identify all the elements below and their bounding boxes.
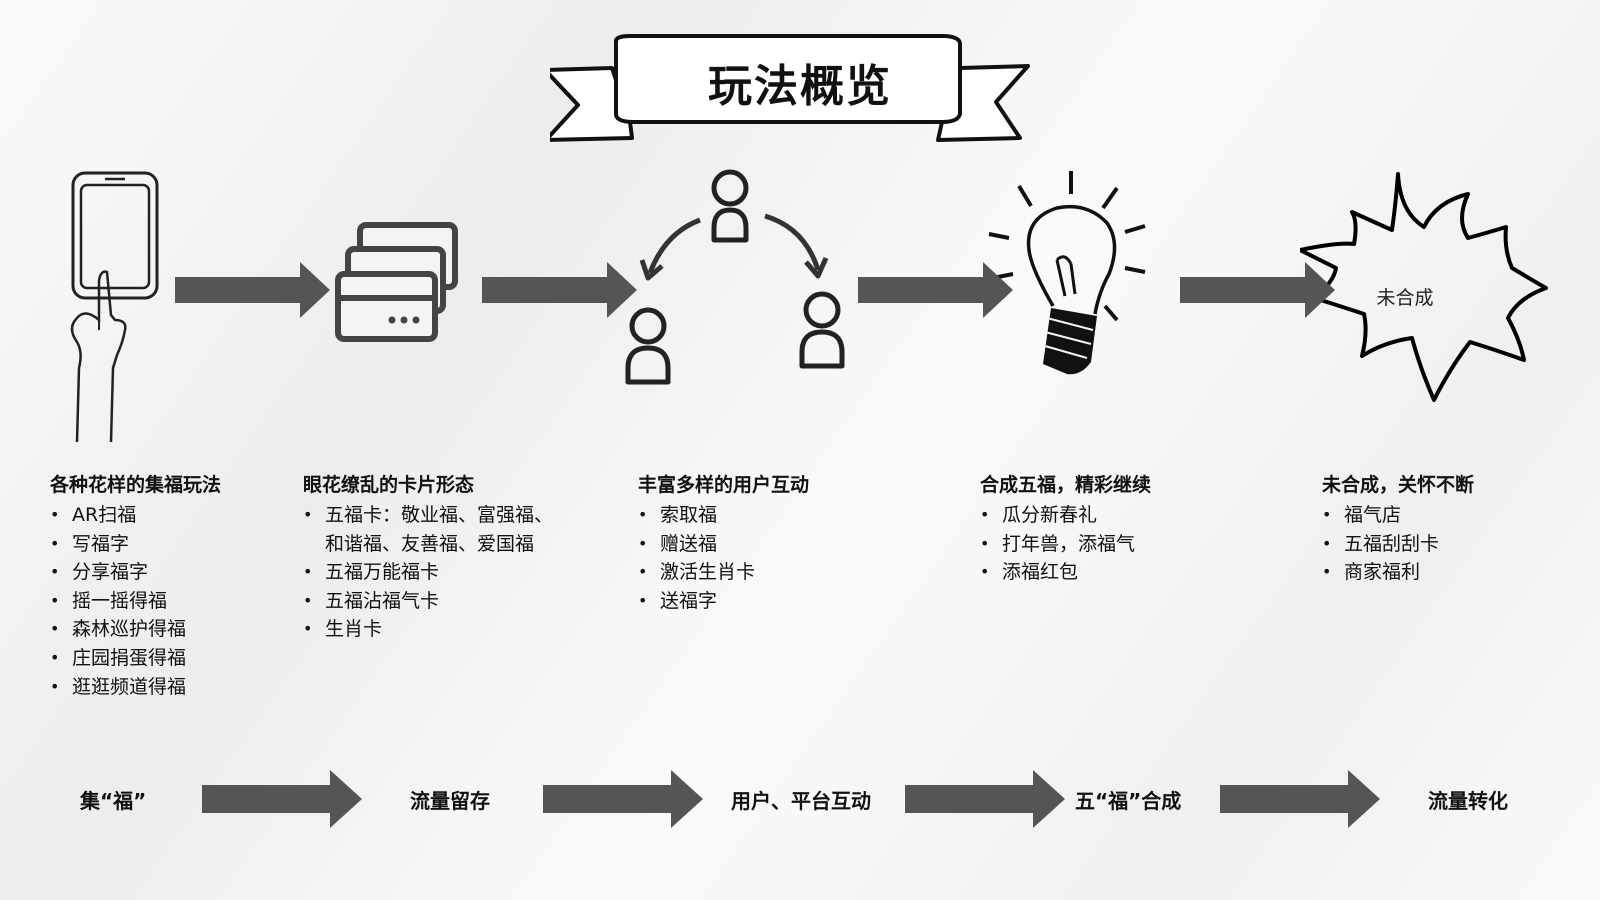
phone-tap-icon <box>70 171 159 443</box>
arrow-right-icon <box>1180 262 1335 318</box>
stage-label: 五“福”合成 <box>1075 789 1182 813</box>
list-item: 五福沾福气卡 <box>303 587 553 616</box>
list-item: 五福刮刮卡 <box>1322 530 1474 559</box>
burst-icon <box>1300 172 1548 402</box>
list-item: 福气店 <box>1322 501 1474 530</box>
bullet-list: 五福卡：敬业福、富强福、 和谐福、友善福、爱国福 五福万能福卡 五福沾福气卡 生… <box>303 501 553 644</box>
arrow-right-icon <box>543 770 703 828</box>
list-item: 庄园捐蛋得福 <box>50 644 221 673</box>
burst-label: 未合成 <box>1376 287 1434 309</box>
column-title: 各种花样的集福玩法 <box>50 474 222 496</box>
list-item: 分享福字 <box>50 558 221 587</box>
list-item: 逛逛频道得福 <box>50 673 221 702</box>
arrow-right-icon <box>1220 770 1380 828</box>
arrow-right-icon <box>482 262 637 318</box>
column-title: 未合成，关怀不断 <box>1322 474 1475 496</box>
column-combine: 合成五福，精彩继续 瓜分新春礼 打年兽，添福气 添福红包 <box>980 470 1151 587</box>
column-title: 丰富多样的用户互动 <box>638 474 810 496</box>
list-item: 索取福 <box>638 501 809 530</box>
column-collect: 各种花样的集福玩法 AR扫福 写福字 分享福字 摇一摇得福 森林巡护得福 庄园捐… <box>50 470 221 701</box>
column-title: 合成五福，精彩继续 <box>980 474 1152 496</box>
list-item: 打年兽，添福气 <box>980 530 1151 559</box>
list-item: 赠送福 <box>638 530 809 559</box>
column-title: 眼花缭乱的卡片形态 <box>303 474 475 496</box>
title-banner <box>550 34 1030 142</box>
list-item: 森林巡护得福 <box>50 615 221 644</box>
list-item-continued: 和谐福、友善福、爱国福 <box>325 532 535 555</box>
column-interact: 丰富多样的用户互动 索取福 赠送福 激活生肖卡 送福字 <box>638 470 809 615</box>
column-not-combined: 未合成，关怀不断 福气店 五福刮刮卡 商家福利 <box>1322 470 1474 587</box>
list-item: 激活生肖卡 <box>638 558 809 587</box>
list-item: 五福万能福卡 <box>303 558 553 587</box>
list-item: 写福字 <box>50 530 221 559</box>
list-item: 商家福利 <box>1322 558 1474 587</box>
cards-icon <box>335 222 458 342</box>
list-item: 生肖卡 <box>303 615 553 644</box>
page-title: 玩法概览 <box>708 61 892 112</box>
stage-label: 用户、平台互动 <box>731 789 871 813</box>
stage-label: 流量留存 <box>410 789 490 813</box>
list-item: 添福红包 <box>980 558 1151 587</box>
stage-label: 流量转化 <box>1428 789 1508 813</box>
list-item: 瓜分新春礼 <box>980 501 1151 530</box>
arrow-right-icon <box>858 262 1013 318</box>
column-cards: 眼花缭乱的卡片形态 五福卡：敬业福、富强福、 和谐福、友善福、爱国福 五福万能福… <box>303 470 553 644</box>
arrow-right-icon <box>202 770 362 828</box>
bullet-list: 福气店 五福刮刮卡 商家福利 <box>1322 501 1474 587</box>
list-item: 送福字 <box>638 587 809 616</box>
list-item: AR扫福 <box>50 501 221 530</box>
user-share-icon <box>625 169 845 385</box>
list-item: 五福卡：敬业福、富强福、 <box>303 501 553 530</box>
list-item: 摇一摇得福 <box>50 587 221 616</box>
arrow-right-icon <box>905 770 1065 828</box>
bullet-list: 索取福 赠送福 激活生肖卡 送福字 <box>638 501 809 615</box>
bullet-list: 瓜分新春礼 打年兽，添福气 添福红包 <box>980 501 1151 587</box>
stage-label: 集“福” <box>80 789 147 813</box>
arrow-right-icon <box>175 262 330 318</box>
bullet-list: AR扫福 写福字 分享福字 摇一摇得福 森林巡护得福 庄园捐蛋得福 逛逛频道得福 <box>50 501 221 701</box>
